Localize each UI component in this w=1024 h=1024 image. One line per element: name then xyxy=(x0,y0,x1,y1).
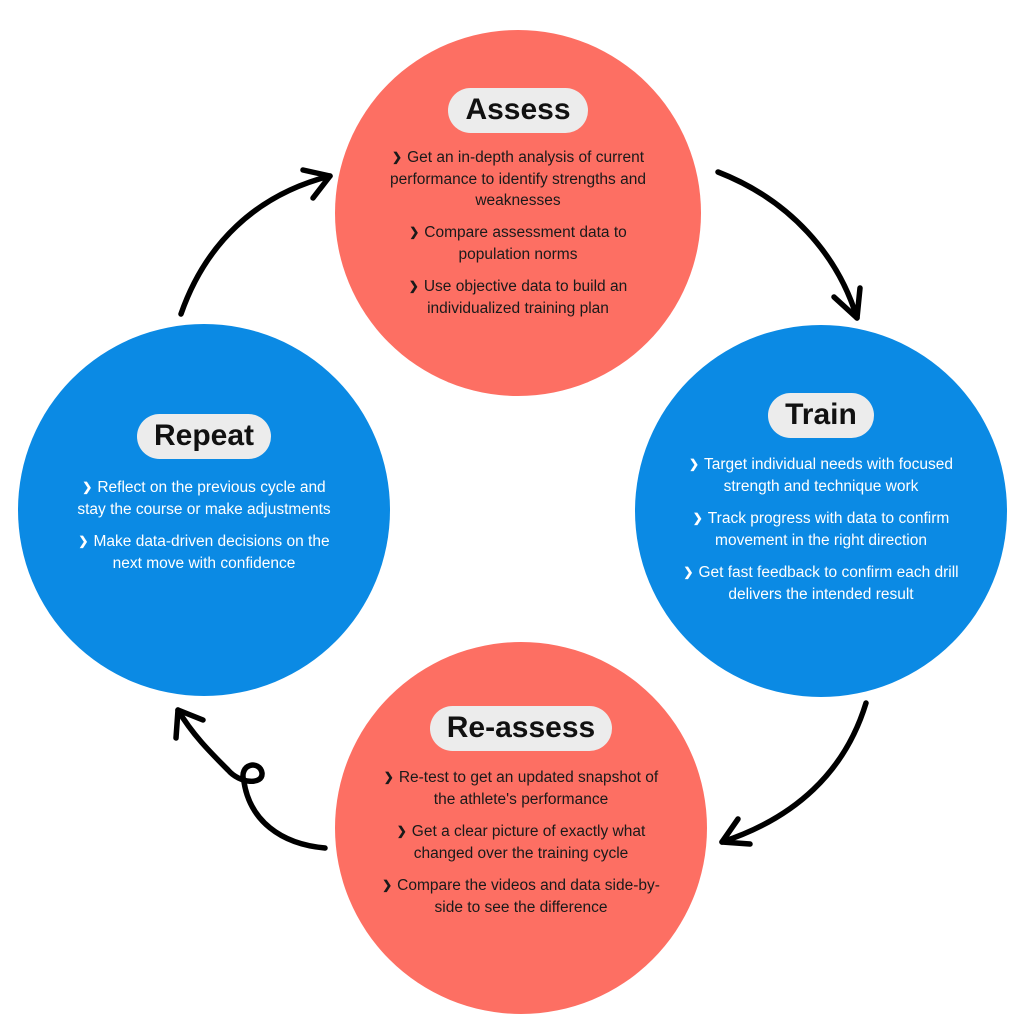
assess-bullet: ❯Get an in-depth analysis of current per… xyxy=(381,147,656,211)
assess-bullet: ❯ Use objective data to build an individu… xyxy=(381,276,656,319)
repeat-bullet-text: Reflect on the previous cycle and stay t… xyxy=(77,479,331,518)
arrow-train-to-reassess xyxy=(719,700,869,847)
reassess-bullet-text: Get a clear picture of exactly what chan… xyxy=(411,823,646,862)
train-bullet: ❯ Get fast feedback to confirm each drill… xyxy=(679,562,964,605)
arrowhead-icon xyxy=(173,707,206,741)
curved-arrow-icon xyxy=(715,169,860,321)
reassess-circle: Re-assess ❯ Re-test to get an updated sna… xyxy=(335,642,707,1014)
arrow-reassess-to-repeat xyxy=(173,707,328,851)
repeat-bullet-text: Make data-driven decisions on the next m… xyxy=(93,533,330,572)
repeat-title: Repeat xyxy=(136,414,272,459)
chevron-right-icon: ❯ xyxy=(683,565,694,579)
train-bullet-list: ❯ Target individual needs with focused st… xyxy=(679,454,964,616)
assess-bullet: ❯ Compare assessment data to population n… xyxy=(381,222,656,265)
curved-arrow-icon xyxy=(175,707,328,851)
reassess-bullet-text: Compare the videos and data side-by-side… xyxy=(397,877,660,916)
repeat-bullet: ❯Reflect on the previous cycle and stay … xyxy=(67,477,342,520)
arrowhead-icon xyxy=(719,816,753,847)
assess-bullet-text: Use objective data to build an individua… xyxy=(423,278,628,317)
chevron-right-icon: ❯ xyxy=(408,279,419,293)
chevron-right-icon: ❯ xyxy=(392,150,403,164)
arrowhead-icon xyxy=(300,167,333,201)
chevron-right-icon: ❯ xyxy=(688,457,700,471)
reassess-bullet: ❯ Re-test to get an updated snapshot of t… xyxy=(379,767,664,810)
repeat-bullet-list: ❯Reflect on the previous cycle and stay … xyxy=(67,477,342,585)
reassess-bullet-text: Re-test to get an updated snapshot of th… xyxy=(398,769,659,808)
curved-arrow-icon xyxy=(719,700,869,845)
chevron-right-icon: ❯ xyxy=(409,225,420,239)
chevron-right-icon: ❯ xyxy=(382,878,393,892)
chevron-right-icon: ❯ xyxy=(396,824,407,838)
arrowhead-icon xyxy=(831,285,863,321)
reassess-bullet: ❯ Compare the videos and data side-by-sid… xyxy=(379,875,664,918)
chevron-right-icon: ❯ xyxy=(78,534,89,548)
repeat-bullet: ❯ Make data-driven decisions on the next … xyxy=(67,531,342,574)
reassess-bullet: ❯ Get a clear picture of exactly what cha… xyxy=(379,821,664,864)
train-bullet: ❯ Track progress with data to confirm mov… xyxy=(679,508,964,551)
reassess-bullet-list: ❯ Re-test to get an updated snapshot of t… xyxy=(379,767,664,929)
assess-bullet-text: Compare assessment data to population no… xyxy=(424,224,627,263)
arrow-repeat-to-assess xyxy=(178,167,333,317)
chevron-right-icon: ❯ xyxy=(692,511,703,525)
curved-arrow-icon xyxy=(178,173,333,317)
train-title: Train xyxy=(768,393,874,438)
train-bullet-text: Get fast feedback to confirm each drill … xyxy=(698,564,959,603)
assess-title: Assess xyxy=(448,88,588,133)
reassess-title: Re-assess xyxy=(429,706,613,751)
chevron-right-icon: ❯ xyxy=(383,770,394,784)
assess-bullet-list: ❯Get an in-depth analysis of current per… xyxy=(381,147,656,330)
repeat-circle: Repeat ❯Reflect on the previous cycle an… xyxy=(18,324,390,696)
arrow-assess-to-train xyxy=(715,169,863,321)
chevron-right-icon: ❯ xyxy=(82,480,93,494)
assess-bullet-text: Get an in-depth analysis of current perf… xyxy=(390,149,646,209)
assess-circle: Assess ❯Get an in-depth analysis of curr… xyxy=(335,30,701,396)
train-bullet-text: Target individual needs with focused str… xyxy=(704,456,954,495)
train-bullet-text: Track progress with data to confirm move… xyxy=(707,510,950,549)
train-circle: Train ❯ Target individual needs with focu… xyxy=(635,325,1007,697)
train-bullet: ❯ Target individual needs with focused st… xyxy=(679,454,964,497)
